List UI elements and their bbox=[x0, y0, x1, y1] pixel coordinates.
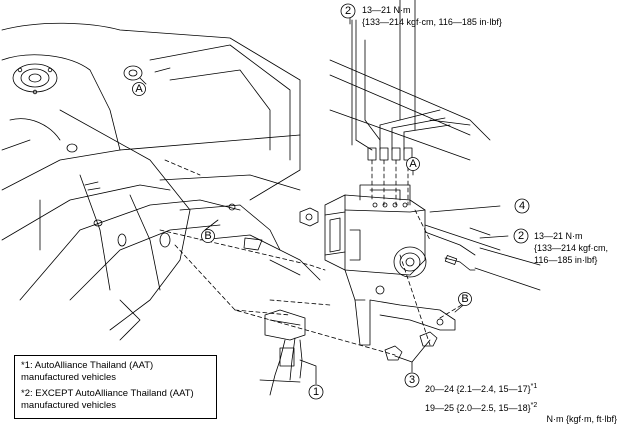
abs-hydraulic-unit bbox=[299, 184, 541, 361]
units-legend: N·m {kgf·m, ft·lbf} bbox=[546, 414, 617, 424]
callout-circle-2-right bbox=[513, 228, 529, 244]
footnote-box: *1: AutoAlliance Thailand (AAT) manufact… bbox=[14, 355, 217, 419]
torque-top-line2: {133—214 kgf·cm, 116—185 in·lbf} bbox=[362, 17, 502, 27]
torque-top-line1: 13—21 N·m bbox=[362, 5, 411, 15]
label-circle-b-right bbox=[458, 292, 472, 306]
callout-circle-1 bbox=[308, 384, 324, 400]
footnote-2: *2: EXCEPT AutoAlliance Thailand (AAT) m… bbox=[21, 388, 210, 412]
label-a-mid: A bbox=[409, 158, 417, 170]
callout-2-right: 2 bbox=[518, 230, 524, 242]
footnote-1-line1: *1: AutoAlliance Thailand (AAT) bbox=[21, 360, 154, 371]
torque-bottom-line2-value: 19—25 {2.0—2.5, 15—18} bbox=[425, 403, 531, 413]
footnote-2-line2: manufactured vehicles bbox=[21, 400, 117, 411]
torque-right-line1: 13—21 N·m bbox=[534, 231, 583, 241]
callout-3: 3 bbox=[409, 374, 415, 386]
footnote-1: *1: AutoAlliance Thailand (AAT) manufact… bbox=[21, 360, 210, 384]
vehicle-body-structure bbox=[1, 0, 491, 341]
torque-specs: 13—21 N·m {133—214 kgf·cm, 116—185 in·lb… bbox=[362, 5, 608, 413]
callout-circle-3 bbox=[404, 372, 420, 388]
label-b-left: B bbox=[204, 230, 211, 242]
callout-4: 4 bbox=[519, 200, 525, 212]
assembly-guide-lines bbox=[159, 159, 471, 356]
callout-circle-4 bbox=[514, 198, 530, 214]
abs-connector-harness bbox=[259, 309, 306, 396]
callout-markers: 2 4 2 3 1 A A B B bbox=[132, 3, 530, 400]
torque-right-line2: {133—214 kgf·cm, bbox=[534, 243, 608, 253]
torque-bottom-line1-value: 20—24 {2.1—2.4, 15—17} bbox=[425, 384, 531, 394]
footnote-1-line2: manufactured vehicles bbox=[21, 372, 117, 383]
torque-bottom-line2: 19—25 {2.0—2.5, 15—18}*2 bbox=[425, 402, 537, 413]
torque-bottom-line2-sup: *2 bbox=[531, 402, 538, 409]
label-a-top: A bbox=[135, 83, 143, 95]
torque-bottom-line1-sup: *1 bbox=[531, 383, 538, 390]
footnote-2-line1: *2: EXCEPT AutoAlliance Thailand (AAT) bbox=[21, 388, 194, 399]
callout-circle-2-top bbox=[340, 3, 356, 19]
label-circle-b-left bbox=[201, 229, 215, 243]
leader-lines bbox=[139, 17, 509, 385]
torque-right-line3: 116—185 in·lbf} bbox=[534, 255, 597, 265]
callout-1: 1 bbox=[313, 386, 319, 398]
label-b-right: B bbox=[461, 293, 468, 305]
label-circle-a-mid bbox=[406, 157, 420, 171]
torque-bottom-line1: 20—24 {2.1—2.4, 15—17}*1 bbox=[425, 383, 537, 394]
label-circle-a-top bbox=[132, 82, 146, 96]
callout-2-top: 2 bbox=[345, 5, 351, 17]
brake-pipes-top bbox=[351, 19, 451, 161]
